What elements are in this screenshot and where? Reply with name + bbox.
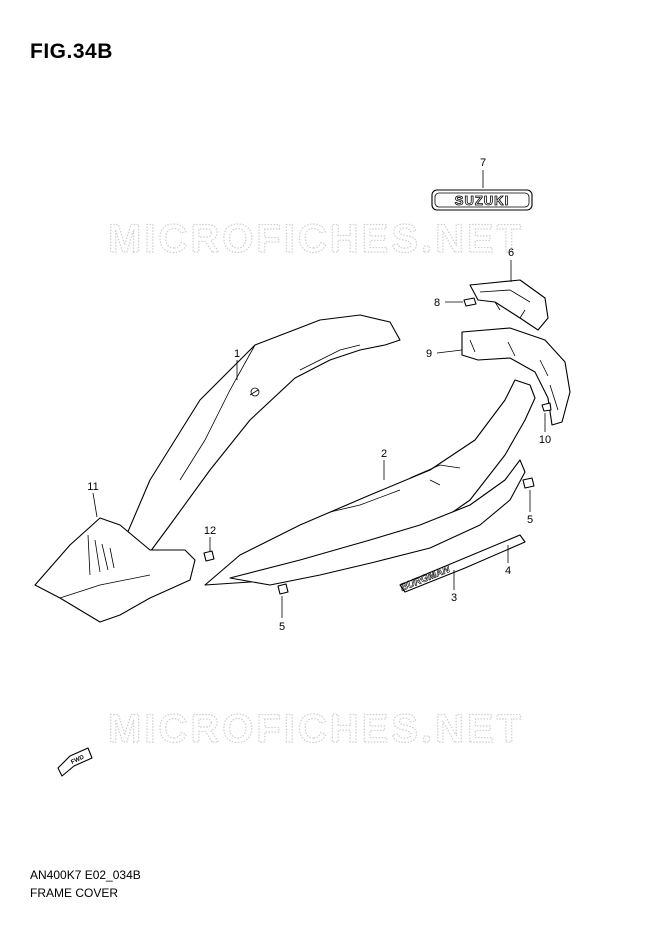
part-12-clip[interactable] bbox=[203, 550, 215, 562]
callout-5-right: 5 bbox=[527, 514, 533, 526]
watermark-bottom: MICROFICHES.NET bbox=[108, 707, 524, 751]
part-7-suzuki-emblem[interactable]: SUZUKI bbox=[431, 189, 533, 211]
callout-11: 11 bbox=[87, 481, 98, 493]
watermark-top: MICROFICHES.NET bbox=[108, 217, 524, 261]
part-10-clip[interactable] bbox=[541, 402, 552, 412]
suzuki-emblem-text: SUZUKI bbox=[455, 193, 509, 208]
callout-10: 10 bbox=[539, 434, 551, 446]
part-3-lower-cover[interactable] bbox=[229, 459, 526, 586]
part-8-clip[interactable] bbox=[463, 297, 477, 307]
fwd-arrow-icon: FWD bbox=[57, 747, 93, 777]
callout-8: 8 bbox=[434, 297, 440, 309]
figure-code: AN400K7 E02_034B bbox=[30, 868, 141, 882]
callout-2: 2 bbox=[381, 448, 387, 460]
callout-9: 9 bbox=[426, 348, 432, 360]
part-5-clip-bottom[interactable] bbox=[277, 583, 289, 595]
fwd-arrow-text: FWD bbox=[70, 754, 86, 765]
part-9-rear-side-cover[interactable] bbox=[461, 327, 571, 426]
callout-1: 1 bbox=[234, 348, 240, 360]
callout-5-bottom: 5 bbox=[279, 621, 285, 633]
callout-7: 7 bbox=[480, 157, 486, 169]
callout-3: 3 bbox=[451, 592, 457, 604]
callout-12: 12 bbox=[204, 525, 216, 537]
callout-6: 6 bbox=[508, 247, 514, 259]
part-6-rear-upper-cover[interactable] bbox=[469, 279, 549, 331]
figure-title: FIG.34B bbox=[30, 40, 113, 63]
part-11-front-lower-cover[interactable] bbox=[34, 517, 196, 623]
part-5-clip-right[interactable] bbox=[522, 477, 535, 489]
burgman-emblem-text: BURGMAN bbox=[399, 564, 452, 594]
callout-4: 4 bbox=[505, 565, 511, 577]
figure-caption: FRAME COVER bbox=[30, 886, 119, 900]
